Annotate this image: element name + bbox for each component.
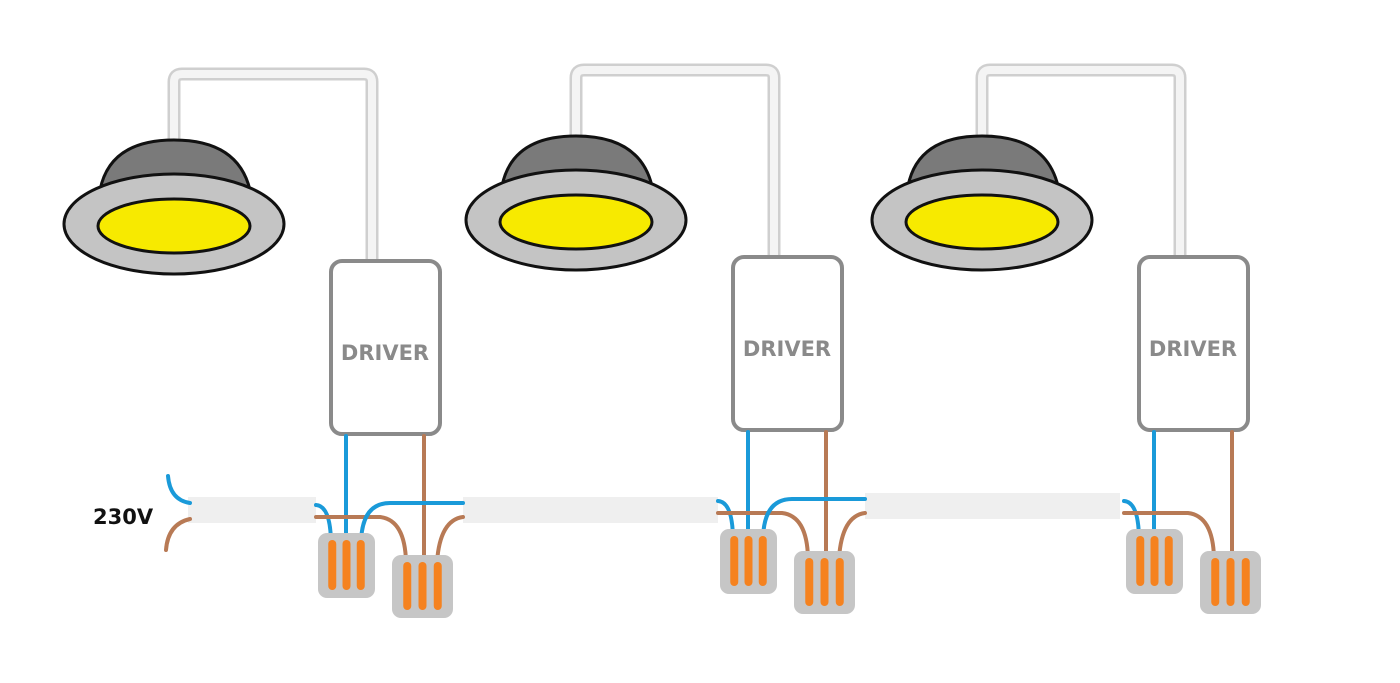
connector-lever: [758, 536, 767, 586]
lamp-face: [498, 193, 654, 251]
connector-lever: [1150, 536, 1159, 586]
connector-lever: [1226, 558, 1235, 606]
connector-lever: [328, 540, 337, 590]
connector-lever: [418, 562, 427, 610]
driver-label: DRIVER: [743, 337, 831, 361]
lamp-unit-1: DRIVER: [62, 67, 718, 618]
connector-lever: [1164, 536, 1173, 586]
connector-lever: [730, 536, 739, 586]
cable-sheath: [188, 497, 316, 523]
lamp-cable: [572, 66, 778, 258]
live-wire: [1122, 511, 1216, 560]
downlight: [62, 138, 286, 276]
lever-connector-1: [318, 533, 375, 598]
driver-label: DRIVER: [1149, 337, 1237, 361]
cable-sheath: [865, 493, 1120, 519]
connector-lever: [1211, 558, 1220, 606]
supply-input: [164, 474, 316, 552]
connector-lever: [1241, 558, 1250, 606]
driver-label: DRIVER: [341, 341, 429, 365]
driver-box: [731, 255, 844, 432]
lever-connector-1: [1126, 529, 1183, 594]
neutral-wire: [166, 474, 192, 505]
lamp-unit-2: DRIVER: [464, 63, 1120, 614]
driver-box: [1137, 255, 1250, 432]
downlight: [870, 134, 1094, 272]
connector-lever: [1136, 536, 1145, 586]
lever-connector-2: [1200, 551, 1261, 614]
live-wire: [716, 511, 810, 560]
connector-lever: [805, 558, 814, 606]
cable-sheath: [463, 497, 718, 523]
lamp-face: [96, 197, 252, 255]
downlight: [464, 134, 688, 272]
connector-lever: [342, 540, 351, 590]
connector-lever: [744, 536, 753, 586]
lamp-cable: [170, 70, 376, 262]
lever-connector-2: [794, 551, 855, 614]
connector-lever: [403, 562, 412, 610]
lamp-unit-3: DRIVER: [870, 63, 1261, 614]
connector-lever: [835, 558, 844, 606]
live-wire: [314, 515, 408, 564]
lever-connector-2: [392, 555, 453, 618]
driver-box: [329, 259, 442, 436]
lamp-cable: [978, 66, 1184, 258]
lamp-face: [904, 193, 1060, 251]
lever-connector-1: [720, 529, 777, 594]
live-wire: [164, 517, 192, 552]
connector-lever: [433, 562, 442, 610]
connector-lever: [820, 558, 829, 606]
supply-voltage-label: 230V: [93, 505, 154, 529]
connector-lever: [356, 540, 365, 590]
